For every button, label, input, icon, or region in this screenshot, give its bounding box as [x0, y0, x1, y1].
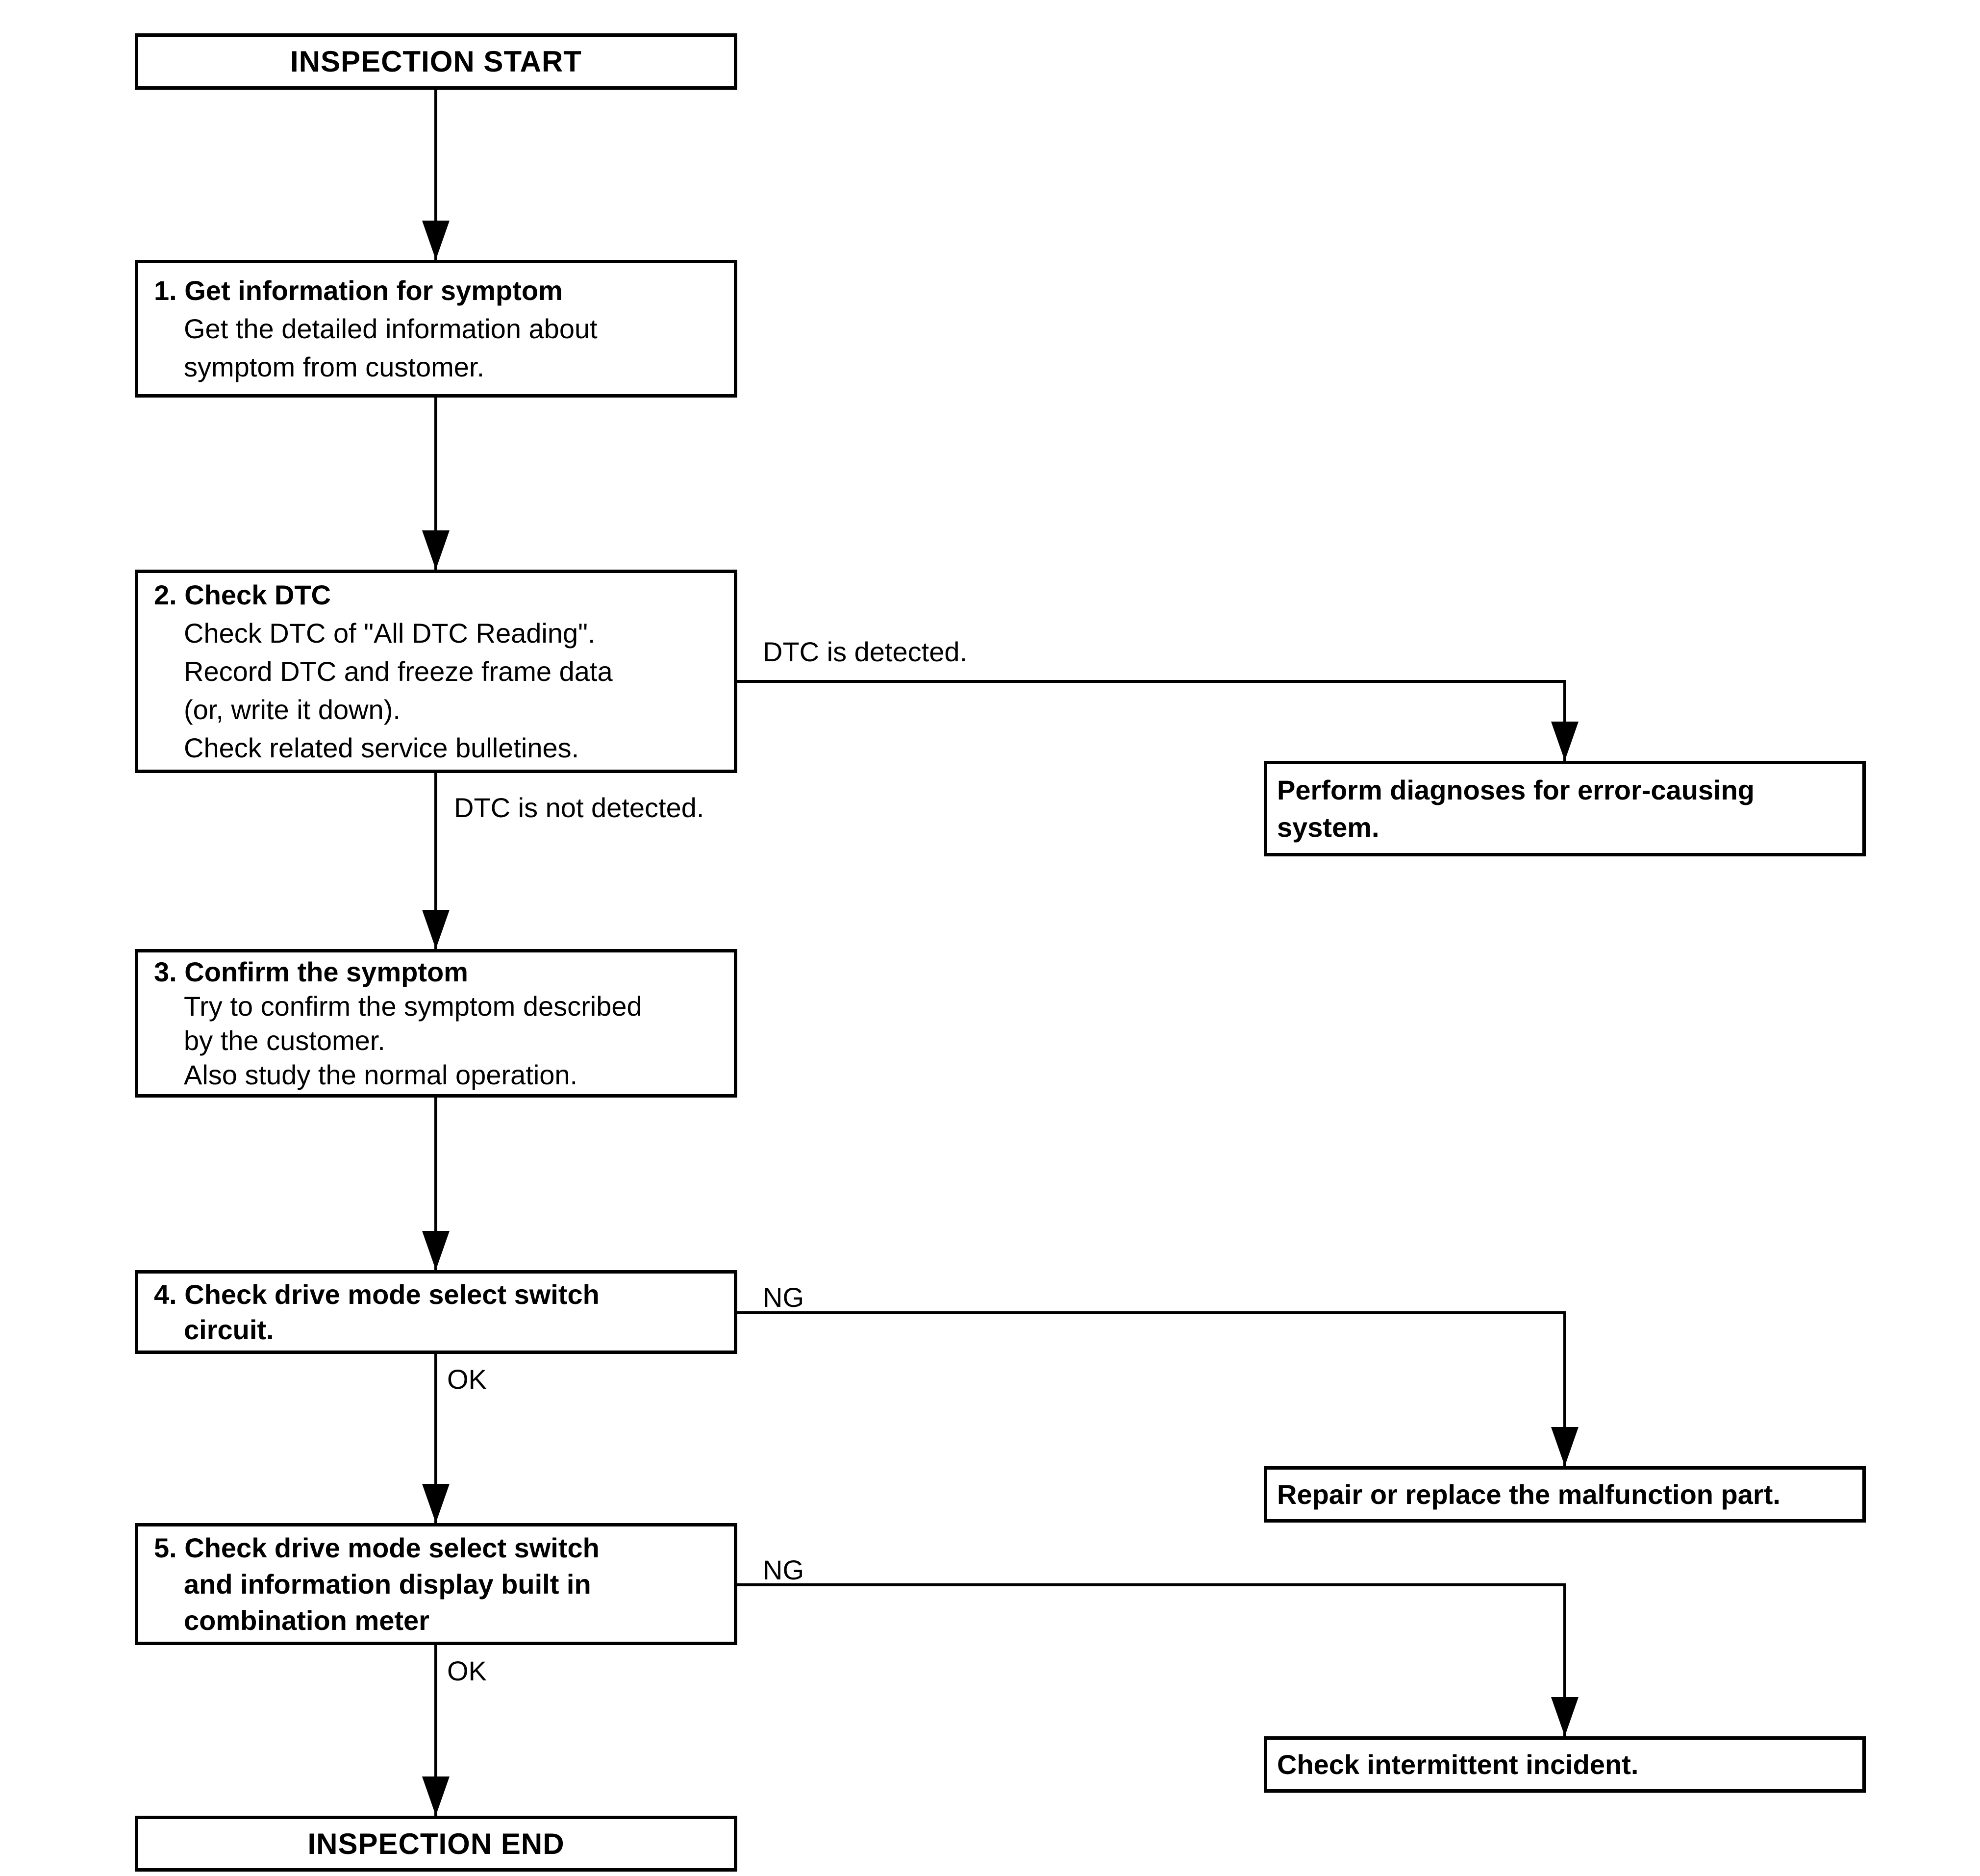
node-step-3: 3. Confirm the symptom Try to confirm th…	[135, 949, 737, 1098]
arrow-down-icon	[422, 1776, 450, 1816]
node-inspection-start: INSPECTION START	[135, 33, 737, 90]
step-3-line: Try to confirm the symptom described	[184, 990, 642, 1022]
connector-step2-detected-horizontal	[737, 680, 1566, 683]
connector-step4-ng-drop	[1563, 1313, 1566, 1466]
connector-step4-to-step5	[434, 1354, 437, 1523]
arrow-down-icon	[422, 910, 450, 949]
step-5-title: 5. Check drive mode select switch	[154, 1532, 600, 1563]
arrow-down-icon	[1551, 722, 1579, 761]
connector-step5-to-end	[434, 1645, 437, 1816]
connector-step1-to-step2	[434, 398, 437, 570]
connector-step4-ng-horizontal	[737, 1311, 1566, 1314]
edge-label-step5-ok: OK	[447, 1655, 487, 1686]
connector-start-to-step1	[434, 90, 437, 260]
node-step-5: 5. Check drive mode select switch and in…	[135, 1523, 737, 1645]
step-4-line: circuit.	[184, 1314, 274, 1345]
connector-step2-to-step3	[434, 773, 437, 949]
node-outcome-perform-diagnoses: Perform diagnoses for error-causing syst…	[1264, 761, 1866, 856]
step-4-title: 4. Check drive mode select switch	[154, 1278, 600, 1310]
step-3-line: by the customer.	[184, 1025, 385, 1056]
step-2-line: Check DTC of "All DTC Reading".	[184, 617, 596, 649]
node-step-1: 1. Get information for symptom Get the d…	[135, 260, 737, 398]
step-3-title: 3. Confirm the symptom	[154, 956, 468, 987]
edge-label-step5-ng: NG	[763, 1554, 804, 1585]
arrow-down-icon	[1551, 1697, 1579, 1736]
connector-step3-to-step4	[434, 1098, 437, 1270]
step-2-line: Record DTC and freeze frame data	[184, 655, 613, 687]
outcome-perform-diagnoses-line: system.	[1277, 811, 1379, 843]
arrow-down-icon	[422, 1231, 450, 1270]
edge-label-step4-ng: NG	[763, 1282, 804, 1313]
connector-step5-ng-horizontal	[737, 1583, 1566, 1586]
step-2-title: 2. Check DTC	[154, 579, 331, 610]
connector-step2-detected-drop	[1563, 681, 1566, 761]
node-outcome-check-intermittent: Check intermittent incident.	[1264, 1736, 1866, 1793]
arrow-down-icon	[422, 530, 450, 570]
arrow-down-icon	[1551, 1427, 1579, 1466]
arrow-down-icon	[422, 221, 450, 260]
step-3-line: Also study the normal operation.	[184, 1059, 578, 1090]
step-5-line: combination meter	[184, 1604, 429, 1636]
outcome-check-intermittent-line: Check intermittent incident.	[1277, 1749, 1639, 1780]
node-outcome-repair-replace: Repair or replace the malfunction part.	[1264, 1466, 1866, 1523]
step-1-title: 1. Get information for symptom	[154, 275, 563, 306]
outcome-repair-replace-line: Repair or replace the malfunction part.	[1277, 1478, 1780, 1510]
step-2-line: (or, write it down).	[184, 694, 401, 725]
node-step-4: 4. Check drive mode select switch circui…	[135, 1270, 737, 1354]
step-1-line: symptom from customer.	[184, 351, 485, 382]
edge-label-dtc-not-detected: DTC is not detected.	[454, 792, 704, 823]
inspection-start-label: INSPECTION START	[290, 45, 582, 78]
edge-label-step4-ok: OK	[447, 1364, 487, 1395]
edge-label-dtc-detected: DTC is detected.	[763, 636, 968, 667]
step-1-line: Get the detailed information about	[184, 313, 598, 344]
connector-step5-ng-drop	[1563, 1585, 1566, 1736]
step-5-line: and information display built in	[184, 1568, 591, 1600]
node-inspection-end: INSPECTION END	[135, 1816, 737, 1872]
node-step-2: 2. Check DTC Check DTC of "All DTC Readi…	[135, 570, 737, 773]
outcome-perform-diagnoses-line: Perform diagnoses for error-causing	[1277, 774, 1755, 805]
step-2-line: Check related service bulletines.	[184, 732, 579, 763]
inspection-end-label: INSPECTION END	[307, 1827, 565, 1860]
arrow-down-icon	[422, 1484, 450, 1523]
